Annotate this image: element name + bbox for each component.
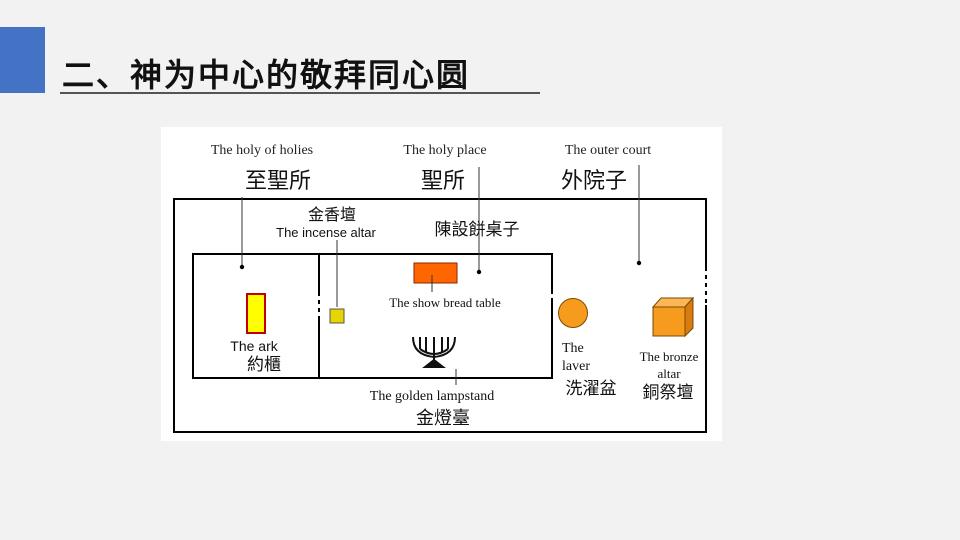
showbread-table-zh-label: 陳設餅桌子 bbox=[435, 220, 520, 239]
holy-of-holies-zh-label: 至聖所 bbox=[245, 168, 311, 193]
bronze-altar-shape bbox=[651, 296, 695, 338]
tabernacle-diagram: The holy of holies 至聖所 The holy place 聖所… bbox=[161, 127, 722, 441]
holy-place-zh-label: 聖所 bbox=[421, 168, 465, 193]
ark-en-label: The ark bbox=[230, 338, 278, 354]
tabernacle-svg: The holy of holies 至聖所 The holy place 聖所… bbox=[173, 143, 707, 433]
menorah-icon bbox=[412, 336, 456, 368]
showbread-table-en-label: The show bread table bbox=[389, 295, 501, 310]
holy-place-en-label: The holy place bbox=[403, 143, 486, 158]
bronze-altar-en-line2: altar bbox=[657, 366, 681, 381]
outer-court-en-label: The outer court bbox=[565, 143, 651, 158]
title-underline bbox=[60, 92, 540, 94]
ark-zh-label: 約櫃 bbox=[247, 355, 281, 374]
laver-zh-label: 洗濯盆 bbox=[566, 379, 617, 398]
holy-place-pointer-dot bbox=[476, 269, 482, 275]
outer-court-wall bbox=[173, 198, 707, 433]
incense-altar-shape bbox=[329, 308, 345, 324]
incense-altar-en-label: The incense altar bbox=[276, 225, 376, 240]
lampstand-en-label: The golden lampstand bbox=[370, 389, 494, 404]
lampstand-zh-label: 金燈臺 bbox=[416, 408, 470, 428]
bronze-altar-zh-label: 銅祭壇 bbox=[643, 383, 694, 402]
ark-shape bbox=[246, 293, 266, 334]
holy-of-holies-en-label: The holy of holies bbox=[211, 143, 313, 158]
showbread-table-shape bbox=[413, 262, 458, 284]
laver-en-line2: laver bbox=[562, 359, 590, 374]
laver-shape bbox=[558, 298, 588, 328]
incense-altar-zh-label: 金香壇 bbox=[308, 205, 356, 224]
accent-bar bbox=[0, 27, 45, 93]
outer-court-pointer-dot bbox=[636, 260, 642, 266]
bronze-altar-en-line1: The bronze bbox=[640, 349, 699, 364]
sanctuary-wall bbox=[192, 253, 553, 379]
slide-title: 二、神为中心的敬拜同心圆 bbox=[62, 56, 471, 94]
holy-of-holies-pointer-dot bbox=[239, 264, 245, 270]
laver-en-line1: The bbox=[562, 341, 584, 356]
outer-court-zh-label: 外院子 bbox=[561, 168, 627, 193]
